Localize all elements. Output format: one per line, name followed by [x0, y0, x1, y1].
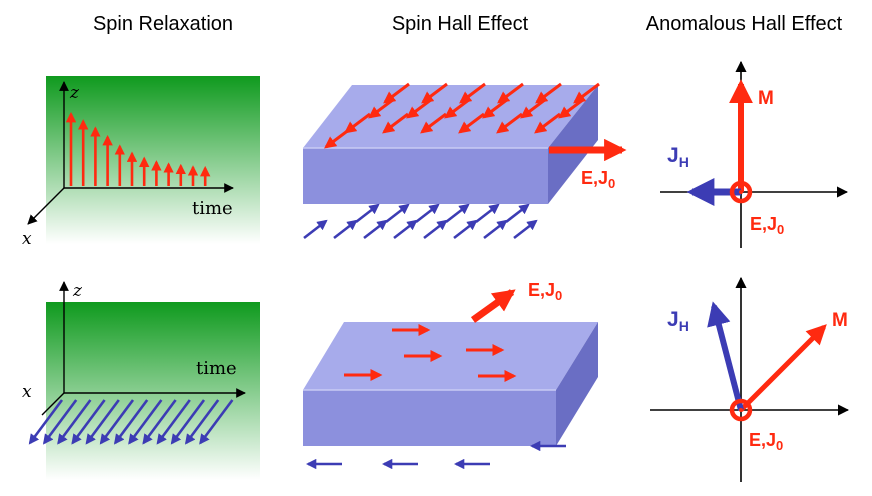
spin-arrow [170, 399, 206, 445]
spin-arrow [483, 219, 508, 240]
spin-arrow [99, 399, 135, 445]
green-gradient-box [46, 76, 260, 244]
spin-arrow [513, 219, 538, 240]
electric-field-label: E,J0 [581, 168, 615, 191]
spin-arrow [459, 82, 486, 104]
spin-arrow [573, 82, 600, 104]
relaxation-top-panel: z time x [22, 76, 260, 249]
spin-arrow [444, 97, 471, 119]
slab-side-face [556, 322, 598, 446]
electric-field-label: E,J0 [750, 214, 784, 237]
spin-arrow [71, 399, 106, 445]
spin-arrow [421, 82, 448, 104]
spin-arrow [558, 97, 585, 119]
relaxation-bottom-panel: z time x [22, 281, 260, 480]
surface-opposite-spin-arrows [305, 440, 566, 470]
slab-side-face [548, 85, 598, 204]
x-axis-label: x [22, 229, 32, 249]
spin-arrow [535, 82, 562, 104]
precessing-spin-arrows [28, 399, 234, 445]
surface-in-plane-spin-arrows [344, 324, 517, 382]
spin-arrow [363, 219, 388, 240]
hall-current-label: JH [667, 308, 689, 334]
z-axis-label: z [72, 281, 83, 301]
current-into-page-icon [729, 180, 753, 204]
spin-arrow [496, 112, 523, 134]
spin-hall-top-panel: E,J0 [303, 82, 627, 240]
electric-field-arrow [470, 289, 516, 323]
green-gradient-box [46, 302, 260, 480]
spin-arrow [415, 203, 440, 224]
time-axis-label: time [196, 358, 237, 379]
header-spin-relaxation: Spin Relaxation [93, 13, 233, 35]
surface-spin-down-arrows [303, 203, 538, 240]
anomalous-hall-top-panel: M JH E,J0 [660, 60, 849, 248]
slab-front-face [303, 148, 548, 204]
current-dot [739, 190, 743, 194]
magnetization-arrow [739, 324, 827, 412]
spin-arrow [324, 127, 351, 149]
header-anomalous-hall-effect: Anomalous Hall Effect [646, 13, 843, 35]
spin-arrow [28, 399, 64, 445]
magnetization-label: M [758, 88, 774, 109]
magnetization-label: M [832, 310, 848, 331]
spin-arrow [199, 399, 234, 445]
spin-hall-bottom-panel: E,J0 [303, 280, 598, 470]
spin-arrow [303, 219, 328, 240]
spin-arrow [128, 399, 163, 445]
hall-current-arrow [707, 301, 744, 411]
spin-arrow [497, 82, 524, 104]
spin-arrow [142, 399, 177, 445]
anomalous-hall-bottom-panel: M JH E,J0 [650, 276, 850, 482]
electric-field-label: E,J0 [749, 430, 783, 453]
decaying-spin-arrows [65, 111, 211, 186]
spin-arrow [475, 203, 500, 224]
spin-arrow [156, 399, 191, 445]
x-axis [27, 187, 65, 225]
spin-arrow [482, 97, 509, 119]
spin-arrow [520, 97, 547, 119]
x-axis [41, 392, 65, 416]
spin-arrow [445, 203, 470, 224]
surface-spin-up-arrows [324, 82, 600, 149]
electric-field-label: E,J0 [528, 280, 562, 303]
spin-arrow [458, 112, 485, 134]
spin-arrow [355, 203, 380, 224]
spin-arrow [57, 399, 92, 445]
spin-arrow [113, 399, 149, 445]
spin-arrow [423, 219, 448, 240]
spin-arrow [383, 82, 410, 104]
spin-arrow [393, 219, 418, 240]
x-axis-label: x [22, 382, 32, 402]
spin-arrow [184, 399, 220, 445]
spin-arrow [534, 112, 561, 134]
spin-arrow [406, 97, 433, 119]
header-spin-hall-effect: Spin Hall Effect [392, 13, 529, 35]
spin-arrow [382, 112, 409, 134]
spin-arrow [505, 203, 530, 224]
z-axis-label: z [69, 83, 80, 103]
current-into-page-icon [729, 398, 753, 422]
slab-top-face [303, 85, 598, 148]
spin-arrow [453, 219, 478, 240]
spin-arrow [85, 399, 120, 445]
spin-arrow [420, 112, 447, 134]
spin-arrow [368, 97, 395, 119]
slab-top-face [303, 322, 598, 390]
spin-arrow [333, 219, 358, 240]
slab-front-face [303, 390, 556, 446]
spin-arrow [42, 399, 78, 445]
hall-current-label: JH [667, 144, 689, 170]
spin-arrow [385, 203, 410, 224]
time-axis-label: time [192, 198, 233, 219]
current-dot [739, 408, 743, 412]
